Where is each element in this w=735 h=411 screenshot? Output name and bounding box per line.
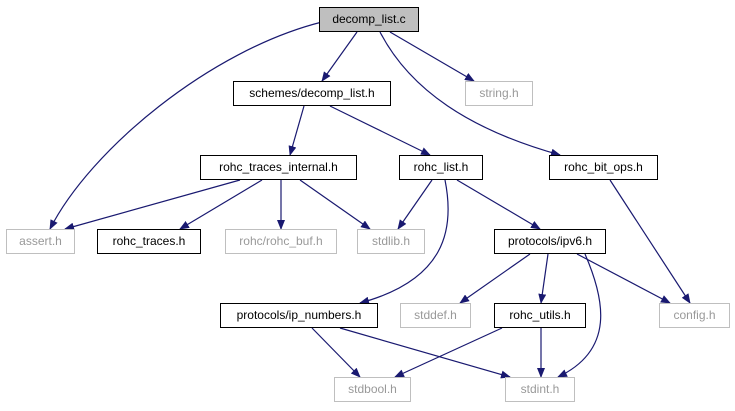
edge-rohc-traces-internal-h-to-assert-h <box>64 179 241 231</box>
edge-decomp-list-c-to-string-h <box>389 31 475 82</box>
edge-rohc-traces-internal-h-to-rohc-traces-h <box>179 179 263 230</box>
edge-rohc-list-h-to-protocols-ipv6-h <box>456 179 541 230</box>
edge-rohc-utils-h-to-stdbool-h <box>394 327 503 378</box>
edge-decomp-list-c-to-schemes-decomp-list-h <box>321 31 358 82</box>
node-stddef-h: stddef.h <box>400 303 471 328</box>
node-rohc-bit-ops-h[interactable]: rohc_bit_ops.h <box>549 155 658 180</box>
node-config-h: config.h <box>659 303 730 328</box>
node-rohc-traces-internal-h[interactable]: rohc_traces_internal.h <box>200 155 357 180</box>
node-protocols-ipv6-h[interactable]: protocols/ipv6.h <box>494 229 606 254</box>
node-decomp-list-c: decomp_list.c <box>319 7 419 32</box>
edge-rohc-list-h-to-protocols-ip-numbers-h <box>359 179 449 305</box>
edge-protocols-ipv6-h-to-stdint-h <box>557 253 602 378</box>
edge-rohc-list-h-to-stdlib-h <box>397 179 433 230</box>
node-stdbool-h: stdbool.h <box>334 377 411 402</box>
node-protocols-ip-numbers-h[interactable]: protocols/ip_numbers.h <box>220 303 378 328</box>
node-rohc-rohc-buf-h: rohc/rohc_buf.h <box>225 229 337 254</box>
edge-protocols-ipv6-h-to-config-h <box>576 253 671 304</box>
edge-protocols-ipv6-h-to-rohc-utils-h <box>538 253 549 304</box>
edge-rohc-bit-ops-h-to-config-h <box>609 179 691 304</box>
edge-protocols-ip-numbers-h-to-stdbool-h <box>311 327 361 378</box>
node-schemes-decomp-list-h[interactable]: schemes/decomp_list.h <box>233 81 391 106</box>
node-rohc-utils-h[interactable]: rohc_utils.h <box>494 303 586 328</box>
node-rohc-traces-h[interactable]: rohc_traces.h <box>97 229 201 254</box>
node-assert-h: assert.h <box>6 229 75 254</box>
edge-decomp-list-c-to-rohc-bit-ops-h <box>379 31 561 157</box>
edge-schemes-decomp-list-h-to-rohc-list-h <box>329 105 431 156</box>
edge-schemes-decomp-list-h-to-rohc-traces-internal-h <box>288 105 305 156</box>
edge-rohc-traces-internal-h-to-stdlib-h <box>299 179 371 230</box>
edge-protocols-ip-numbers-h-to-stdint-h <box>339 327 511 379</box>
node-rohc-list-h[interactable]: rohc_list.h <box>399 155 483 180</box>
node-stdint-h: stdint.h <box>505 377 575 402</box>
edge-decomp-list-c-to-assert-h <box>49 21 323 230</box>
edge-protocols-ipv6-h-to-stddef-h <box>459 253 531 304</box>
node-string-h: string.h <box>465 81 533 106</box>
node-stdlib-h: stdlib.h <box>357 229 425 254</box>
